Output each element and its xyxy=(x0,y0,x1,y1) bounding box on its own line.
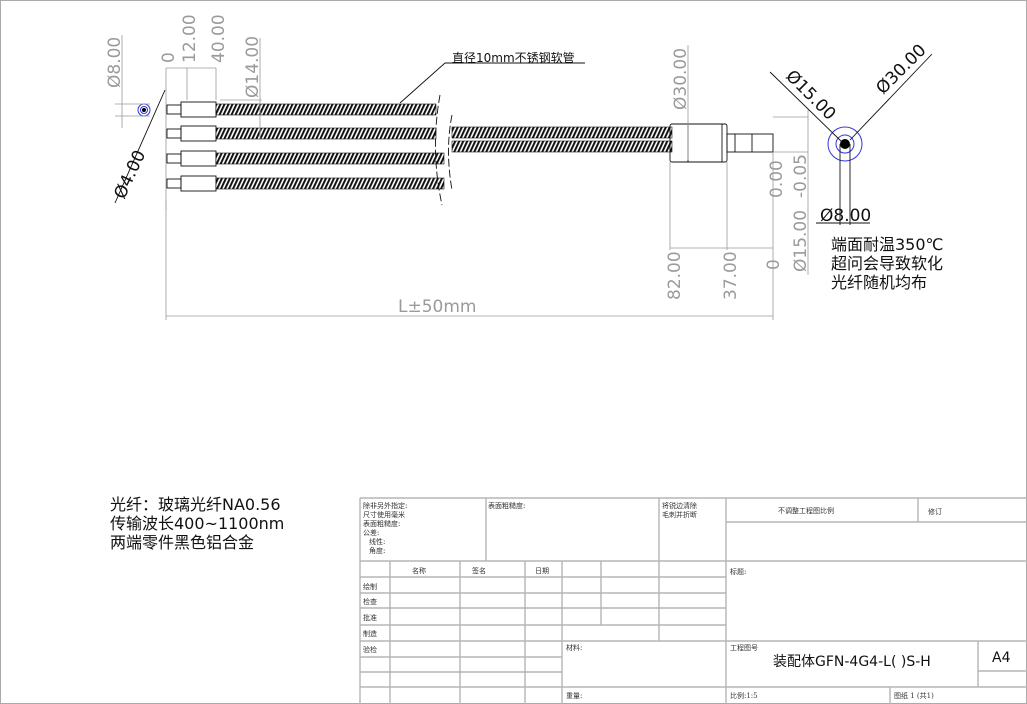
spec-note-1: 光纤：玻璃光纤NA0.56 xyxy=(110,495,281,514)
connector-body xyxy=(669,123,774,163)
weight-label: 重量: xyxy=(566,692,582,700)
general-note-4: 公差: xyxy=(363,528,379,537)
fiber-tube-2 xyxy=(166,125,437,142)
fiber-tube-3 xyxy=(166,150,445,167)
dim-d4: Ø4.00 xyxy=(110,147,150,202)
fiber-bundle-left-ends xyxy=(166,94,453,206)
dim-d8-end: Ø8.00 xyxy=(820,206,871,226)
general-note-3: 表面粗糙度: xyxy=(363,519,400,528)
drawing-no-label: 工程图号 xyxy=(730,643,758,652)
material-label: 材料: xyxy=(566,643,582,652)
break-line xyxy=(435,94,443,206)
dim-zero-bottom: 0 xyxy=(764,259,784,270)
spec-note-2: 传输波长400~1100nm xyxy=(110,514,284,533)
dim-length: L±50mm xyxy=(398,297,476,317)
paper-size: A4 xyxy=(992,650,1011,666)
dim-d15-end: Ø15.00 xyxy=(781,66,839,124)
end-view-circle xyxy=(769,53,933,225)
dim-d8: Ø8.00 xyxy=(105,37,125,88)
end-note-3: 光纤随机均布 xyxy=(831,273,927,292)
header-signature: 签名 xyxy=(472,566,486,575)
title-block-texts: 除非另外指定: 尺寸使用毫米 表面粗糙度: 公差: 线性: 角度: 表面粗糙度:… xyxy=(363,501,1011,700)
role-draw: 绘制 xyxy=(363,582,377,591)
spec-note-3: 两端零件黑色铝合金 xyxy=(110,533,254,552)
dim-tol-upper: 0.00 xyxy=(767,160,787,198)
dim-tol-lower: -0.05 xyxy=(791,154,811,198)
dim-zero-top: 0 xyxy=(159,52,179,63)
dim-d30-end: Ø30.00 xyxy=(872,41,930,99)
dim-40: 40.00 xyxy=(209,14,229,63)
deburr-note-1: 将锐边清除 xyxy=(662,501,697,510)
dim-12: 12.00 xyxy=(180,14,200,63)
roughness-label: 表面粗糙度: xyxy=(488,501,525,510)
general-note-6: 角度: xyxy=(369,546,385,555)
end-note-2: 超问会导致软化 xyxy=(831,254,943,273)
dim-d15-tol: Ø15.00 xyxy=(791,210,811,272)
deburr-note-2: 毛刺并折断 xyxy=(662,510,697,519)
header-date: 日期 xyxy=(535,567,549,575)
revision-label: 修订 xyxy=(928,507,942,516)
title-label: 标题: xyxy=(730,567,746,576)
dim-37: 37.00 xyxy=(721,251,741,300)
drawing-number: 装配体GFN-4G4-L( )S-H xyxy=(773,654,931,670)
role-inspect: 验检 xyxy=(363,645,377,654)
general-note-1: 除非另外指定: xyxy=(363,501,407,510)
role-manufacture: 制造 xyxy=(363,629,377,638)
fiber-bundle-middle xyxy=(451,126,673,153)
dimension-texts: Ø8.00 Ø4.00 0 12.00 40.00 Ø14.00 Ø30.00 … xyxy=(105,14,944,552)
dim-d30-side: Ø30.00 xyxy=(671,48,691,110)
sheet-number: 图纸 1 (共1) xyxy=(894,691,934,700)
role-approve: 批准 xyxy=(363,613,377,622)
dim-82: 82.00 xyxy=(665,251,685,300)
general-note-5: 线性: xyxy=(369,537,385,546)
fiber-tube-1 xyxy=(166,101,437,118)
general-note-2: 尺寸使用毫米 xyxy=(363,510,405,519)
header-name: 名称 xyxy=(412,566,426,575)
title-block-grid xyxy=(359,497,1027,704)
role-check: 检查 xyxy=(363,597,377,606)
tube-callout: 直径10mm不锈钢软管 xyxy=(452,50,575,65)
scale: 比例:1:5 xyxy=(730,691,758,700)
fiber-tube-4 xyxy=(166,175,445,192)
dimension-lines xyxy=(115,35,809,320)
end-note-1: 端面耐温350℃ xyxy=(831,235,944,254)
no-scale-note: 不调整工程图比例 xyxy=(778,506,834,515)
dim-d14: Ø14.00 xyxy=(243,36,263,98)
break-line xyxy=(448,114,453,191)
